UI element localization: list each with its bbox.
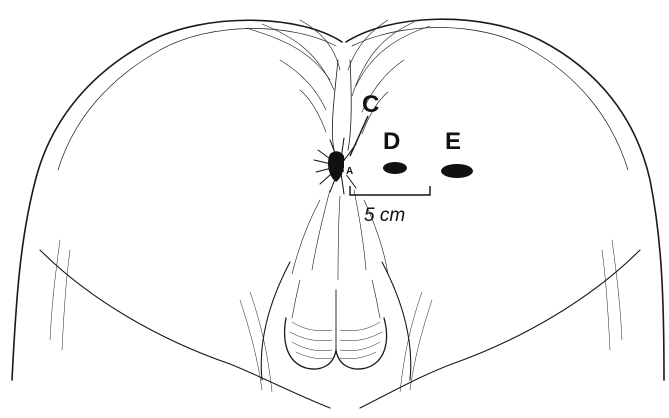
gluteal-cleft-left [332,60,338,150]
measurement-bracket [350,186,430,195]
label-c: C [362,91,379,118]
sacral-hatching [246,20,430,134]
point-d-marker [383,162,407,174]
measurement-label: 5 cm [364,205,405,226]
label-d: D [383,128,400,155]
perineum-hatching [292,190,388,280]
gluteal-cleft-right [348,60,351,150]
left-thigh-outline [40,250,330,408]
right-thigh-inner [382,262,411,380]
right-thigh-outline [360,250,640,408]
point-e-marker [441,164,473,178]
scrotum [285,280,387,369]
left-buttock-inner-outline [58,28,336,170]
right-buttock-outline [346,19,664,380]
left-buttock-outline [12,20,342,380]
label-e: E [445,128,461,155]
label-a: A [346,166,353,177]
label-c-leader [350,116,368,156]
